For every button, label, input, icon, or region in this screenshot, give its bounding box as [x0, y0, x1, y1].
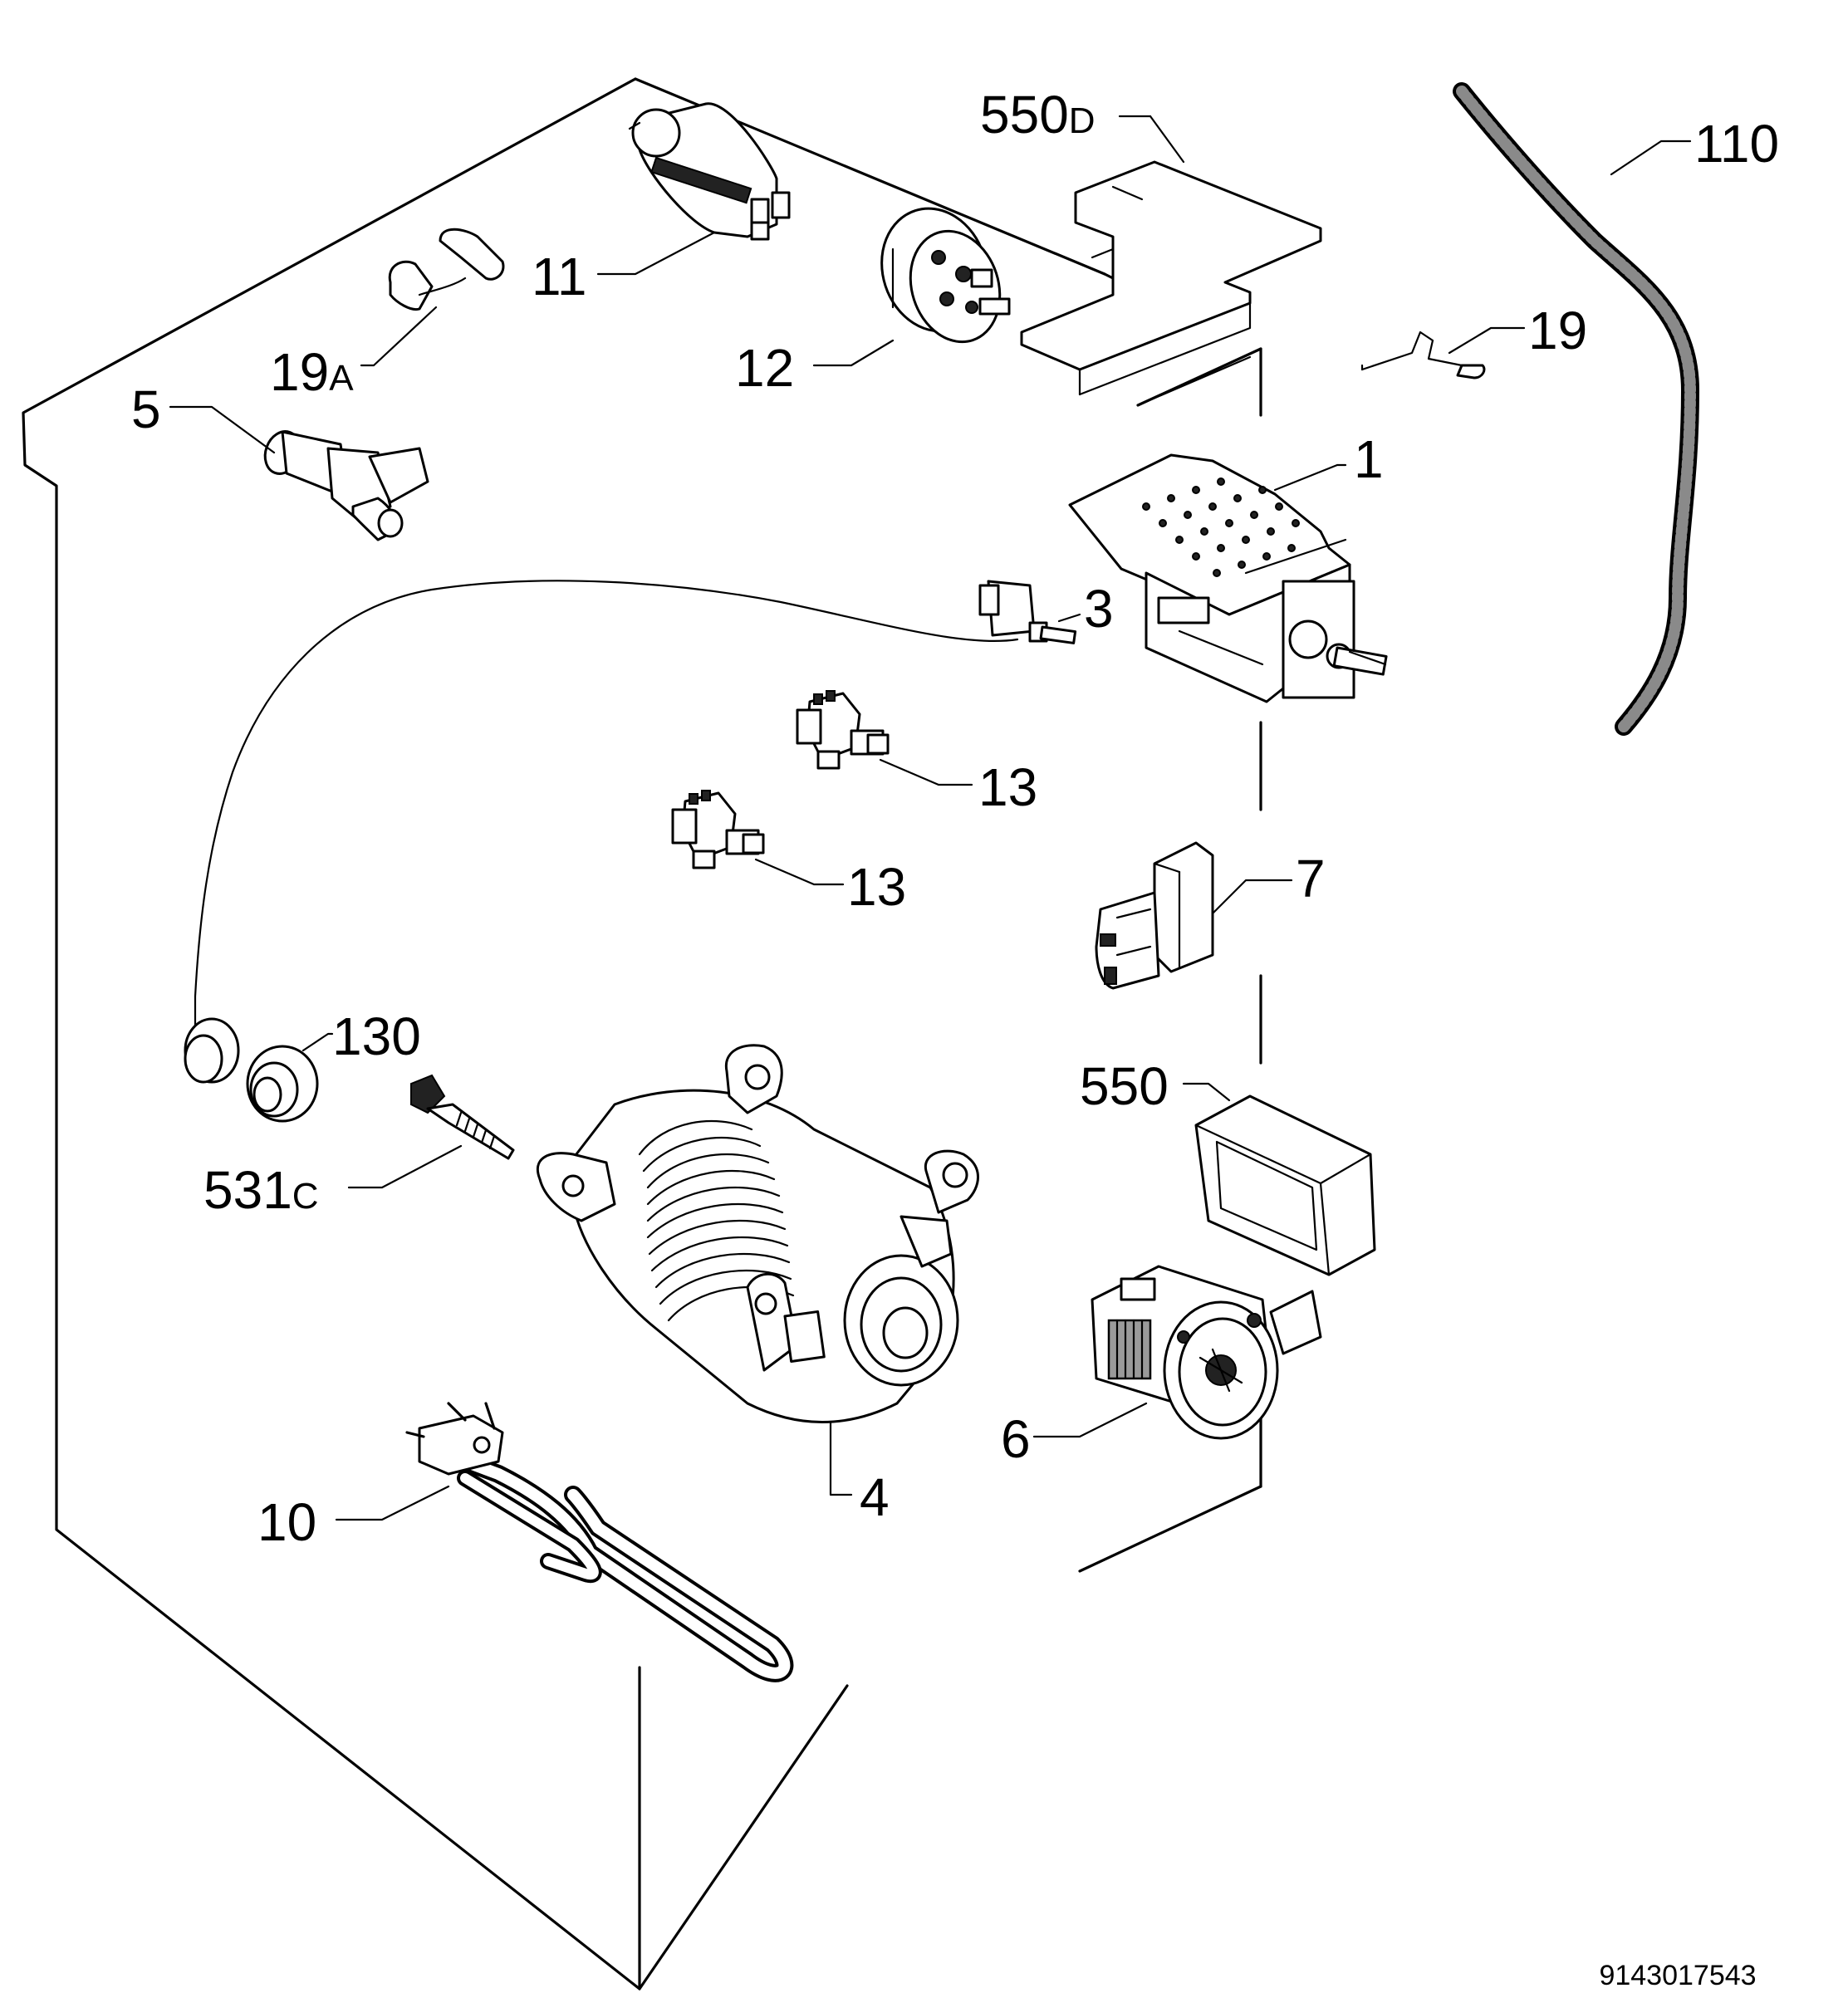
hose-110 — [1453, 82, 1700, 736]
leader-531c — [347, 1144, 463, 1189]
callout-19a: 19A — [270, 342, 354, 402]
callout-130: 130 — [332, 1006, 421, 1066]
callout-110: 110 — [1694, 114, 1779, 174]
motor-4 — [537, 1044, 979, 1423]
leader-19 — [1448, 326, 1526, 355]
screw-531c — [410, 1074, 515, 1160]
callout-13-upper: 13 — [978, 757, 1037, 817]
housing-cover-550 — [1194, 1094, 1376, 1276]
leader-3 — [1057, 613, 1081, 623]
connector-13-lower — [671, 790, 765, 869]
heating-element-10 — [405, 1402, 794, 1682]
programmer-dots — [1142, 477, 1300, 577]
drain-pump-6 — [1091, 1265, 1322, 1440]
clip-19 — [1360, 331, 1486, 380]
leader-19a — [360, 306, 438, 367]
leader-10 — [335, 1485, 450, 1521]
leader-13-lower — [754, 858, 845, 886]
pressure-switch-12 — [880, 207, 1011, 344]
callout-1: 1 — [1354, 429, 1384, 489]
leader-110 — [1610, 140, 1692, 176]
callout-13-lower: 13 — [847, 857, 906, 917]
door-lock-7 — [1095, 841, 1214, 990]
leader-12 — [812, 339, 895, 367]
cable-clip-19a — [388, 228, 505, 311]
callout-4: 4 — [860, 1467, 890, 1527]
leader-550d-b — [1149, 115, 1185, 164]
callout-531c: 531C — [203, 1160, 319, 1220]
callout-10: 10 — [257, 1492, 316, 1552]
callout-11: 11 — [532, 247, 586, 306]
water-valve-5 — [263, 430, 429, 541]
leader-11 — [596, 231, 716, 276]
leader-130 — [301, 1032, 334, 1052]
capacitor-11 — [628, 102, 791, 241]
leader-1 — [1273, 463, 1347, 492]
bracket-plate-550d — [1020, 160, 1322, 407]
callout-5: 5 — [131, 380, 161, 439]
callout-550: 550 — [1080, 1056, 1169, 1116]
document-number: 9143017543 — [1599, 1960, 1756, 1991]
callout-6: 6 — [1001, 1409, 1031, 1469]
callout-550d: 550D — [980, 85, 1096, 144]
grommet-130 — [184, 1017, 319, 1123]
programmer-1 — [1068, 453, 1388, 703]
leader-550 — [1182, 1082, 1231, 1102]
leader-6 — [1032, 1402, 1148, 1438]
leader-4 — [829, 1420, 853, 1496]
callout-19: 19 — [1528, 301, 1587, 360]
leader-7 — [1211, 879, 1293, 915]
callout-3: 3 — [1084, 579, 1114, 639]
leader-5 — [169, 405, 276, 454]
sensor-3 — [194, 580, 1077, 1031]
leader-13-upper — [879, 758, 973, 786]
callout-7: 7 — [1296, 849, 1326, 908]
callout-12: 12 — [735, 338, 794, 398]
connector-13-upper — [796, 690, 890, 770]
